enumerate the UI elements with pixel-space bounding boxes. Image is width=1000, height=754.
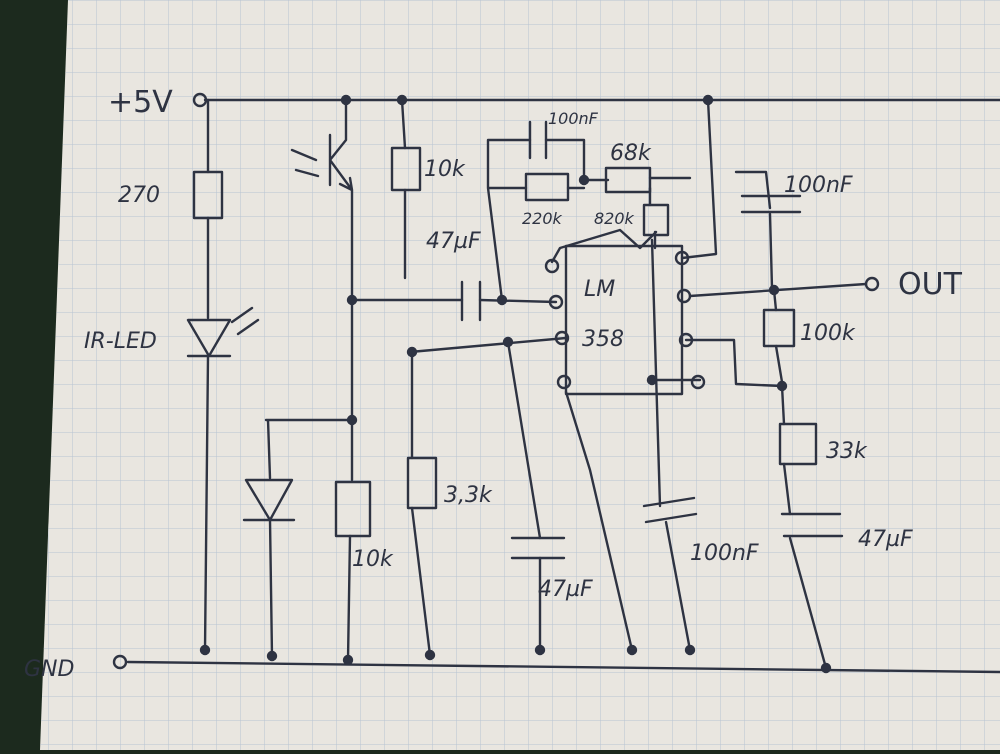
gnd-rail — [126, 660, 1000, 674]
ic-label-line1: LM — [584, 277, 615, 302]
wire-input-cap — [350, 298, 558, 304]
resistor-3k3-label: 3,3k — [444, 483, 493, 508]
resistor-100k-out-label: 100k — [800, 321, 856, 346]
capacitor-47uF-bias — [510, 536, 566, 560]
capacitor-100nF-feedback — [528, 120, 548, 160]
resistor-220k-label: 220k — [522, 209, 563, 228]
ic-pin-2 — [548, 294, 564, 310]
capacitor-47uF-input-label: 47µF — [426, 229, 481, 254]
ic-lm358 — [564, 244, 684, 396]
capacitor-47uF-input — [460, 280, 482, 322]
resistor-10k-pd — [334, 480, 372, 538]
resistor-10k-top-label: 10k — [424, 157, 466, 182]
photodiode-branch — [242, 418, 354, 658]
led-branch-wire — [203, 98, 210, 652]
resistor-220k-pot — [524, 172, 570, 202]
resistor-270-label: 270 — [118, 183, 160, 208]
resistor-10k-top — [390, 146, 422, 192]
bias-node-wire — [408, 336, 568, 657]
resistor-100k-out — [762, 308, 796, 348]
resistor-820k — [642, 203, 670, 237]
out-terminal — [864, 276, 880, 292]
resistor-68k-label: 68k — [610, 141, 652, 166]
ir-led-symbol — [186, 306, 260, 358]
resistor-33k — [778, 422, 818, 466]
ir-led-label: IR-LED — [84, 329, 157, 354]
wire-c-mid — [564, 238, 692, 652]
capacitor-100nF-supply-label: 100nF — [784, 173, 853, 198]
capacitor-100nF-mid — [642, 496, 698, 524]
ic-pin-3 — [554, 330, 570, 346]
capacitor-100nF-feedback-label: 100nF — [548, 109, 599, 128]
resistor-10k-pd-label: 10k — [352, 547, 394, 572]
ic-pin-4 — [556, 374, 572, 390]
resistor-68k — [604, 166, 652, 194]
resistor-3k3 — [406, 456, 438, 510]
junction-dots — [199, 94, 832, 674]
ic-pin-5 — [690, 374, 706, 390]
vcc-label: +5V — [108, 85, 173, 120]
phototransistor — [290, 98, 354, 482]
wire-10k-top — [400, 98, 407, 280]
gnd-label: GND — [24, 657, 74, 682]
capacitor-47uF-bias-label: 47µF — [538, 577, 593, 602]
resistor-270 — [192, 170, 224, 220]
gnd-terminal — [112, 654, 128, 670]
capacitor-47uF-out-label: 47µF — [858, 527, 913, 552]
capacitor-100nF-supply — [740, 194, 802, 214]
paper-grid — [40, 0, 1000, 750]
out-label: OUT — [898, 267, 963, 302]
wire-10k-pd — [346, 534, 352, 662]
capacitor-47uF-out — [780, 512, 844, 538]
vcc-terminal — [192, 92, 208, 108]
feedback-wires — [486, 138, 692, 302]
resistor-33k-label: 33k — [826, 439, 868, 464]
resistor-820k-label: 820k — [594, 209, 635, 228]
capacitor-100nF-mid-label: 100nF — [690, 541, 759, 566]
ic-label-line2: 358 — [582, 327, 624, 352]
